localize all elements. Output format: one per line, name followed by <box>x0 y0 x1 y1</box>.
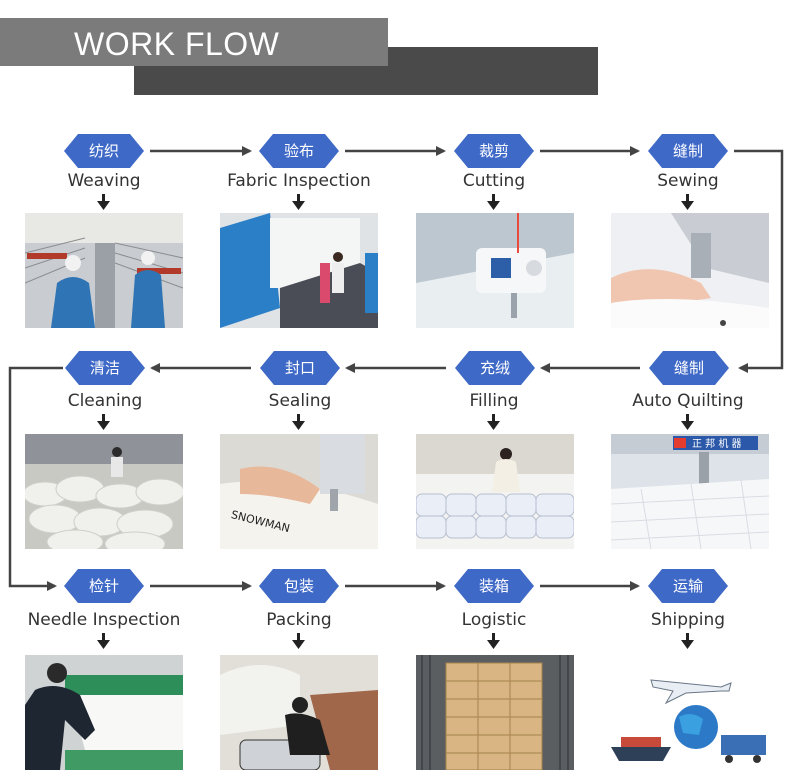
flow-connector <box>734 149 784 373</box>
step-badge-weaving: 纺织 <box>64 134 144 168</box>
step-label-weaving: Weaving <box>67 171 141 191</box>
flow-connector <box>8 366 63 591</box>
step-badge-sealing: 封口 <box>260 351 340 385</box>
step-label-cleaning: Cleaning <box>67 391 143 411</box>
down-arrow-icon <box>97 194 110 210</box>
down-arrow-icon <box>97 633 110 649</box>
down-arrow-icon <box>681 633 694 649</box>
down-arrow-icon <box>487 414 500 430</box>
down-arrow-icon <box>292 194 305 210</box>
step-label-filling: Filling <box>469 391 519 411</box>
weaving-photo <box>25 213 183 328</box>
quilting-machine-sign: 正 邦 机 器 <box>692 437 742 450</box>
step-badge-logistic: 装箱 <box>454 569 534 603</box>
step-label-needle-inspection: Needle Inspection <box>27 610 181 630</box>
step-badge-sewing: 缝制 <box>648 134 728 168</box>
down-arrow-icon <box>97 414 110 430</box>
step-badge-fabric-inspection: 验布 <box>259 134 339 168</box>
shipping-photo <box>611 655 769 770</box>
step-label-fabric-inspection: Fabric Inspection <box>227 171 371 191</box>
step-label-sewing: Sewing <box>657 171 719 191</box>
down-arrow-icon <box>292 633 305 649</box>
needle-inspection-photo <box>25 655 183 770</box>
step-label-auto-quilting: Auto Quilting <box>632 391 744 411</box>
header-bar-light <box>0 18 388 66</box>
sewing-photo <box>611 213 769 328</box>
auto-quilting-photo: 正 邦 机 器 <box>611 434 769 549</box>
page-title: WORK FLOW <box>74 26 280 62</box>
cutting-photo <box>416 213 574 328</box>
down-arrow-icon <box>681 414 694 430</box>
cleaning-photo <box>25 434 183 549</box>
step-label-cutting: Cutting <box>462 171 526 191</box>
step-badge-shipping: 运输 <box>648 569 728 603</box>
step-badge-cutting: 裁剪 <box>454 134 534 168</box>
step-label-sealing: Sealing <box>268 391 332 411</box>
step-label-logistic: Logistic <box>461 610 527 630</box>
down-arrow-icon <box>292 414 305 430</box>
down-arrow-icon <box>487 194 500 210</box>
packing-photo <box>220 655 378 770</box>
step-label-packing: Packing <box>266 610 332 630</box>
logistic-photo <box>416 655 574 770</box>
step-badge-needle-inspection: 检针 <box>64 569 144 603</box>
step-badge-filling: 充绒 <box>455 351 535 385</box>
step-label-shipping: Shipping <box>650 610 726 630</box>
down-arrow-icon <box>487 633 500 649</box>
step-badge-auto-quilting: 缝制 <box>649 351 729 385</box>
filling-photo <box>416 434 574 549</box>
step-badge-packing: 包装 <box>259 569 339 603</box>
down-arrow-icon <box>681 194 694 210</box>
sealing-photo: SNOWMAN <box>220 434 378 549</box>
step-badge-cleaning: 清洁 <box>65 351 145 385</box>
fabric-inspection-photo <box>220 213 378 328</box>
